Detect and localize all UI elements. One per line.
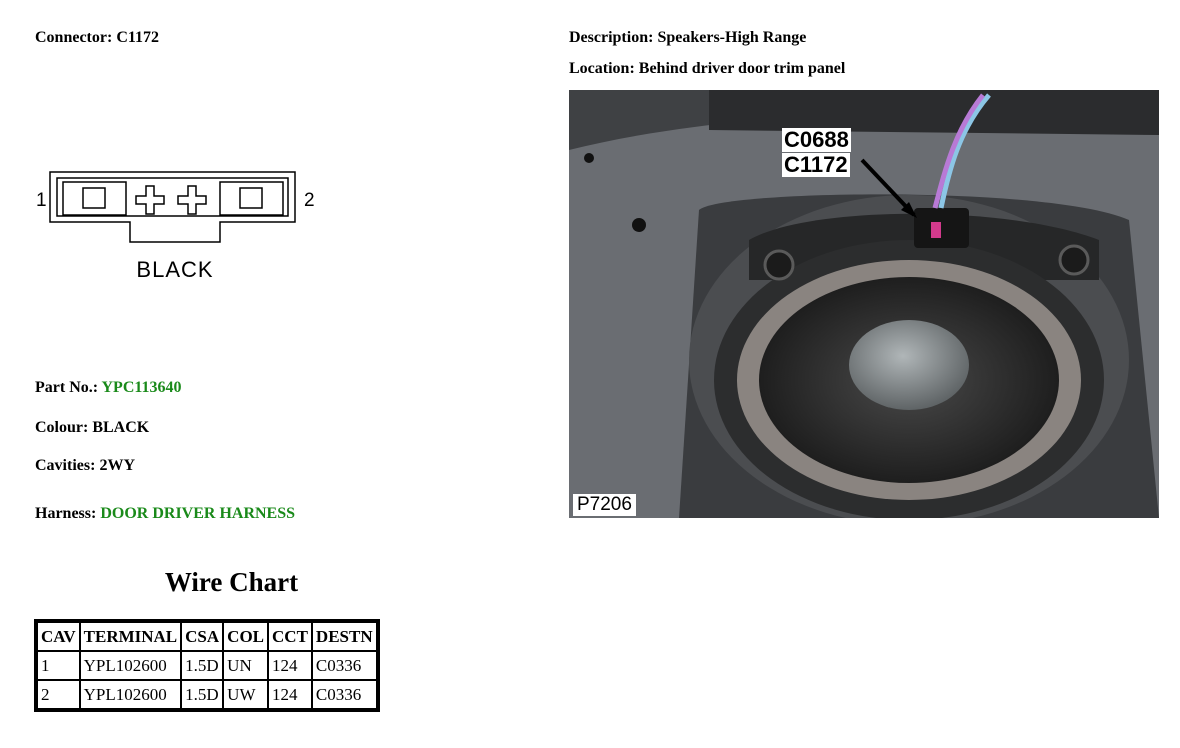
location-label: Location: Behind driver door trim panel [569,60,845,78]
col-header-cav: CAV [37,622,80,651]
cell-cct: 124 [268,680,312,709]
connector-key: Connector: [35,29,113,46]
cell-col: UN [223,651,269,680]
table-row: 1 YPL102600 1.5D UN 124 C0336 [37,651,377,680]
description-key: Description: [569,29,654,46]
pin-label-2: 2 [304,190,315,211]
wire-chart-title: Wire Chart [164,567,299,597]
colour-value: BLACK [92,419,150,436]
terminal-left-slot [82,187,106,209]
terminal-right-slot [239,187,263,209]
terminal-right-frame [219,181,284,216]
cell-destn: C0336 [311,680,377,709]
description-value: Speakers-High Range [657,29,807,46]
harness-key: Harness: [35,505,97,522]
speaker-photo-illustration [569,90,1159,518]
col-header-col: COL [223,622,269,651]
description-label: Description: Speakers-High Range [569,29,806,47]
photo-reference-id: P7206 [573,494,636,516]
cell-col: UW [223,680,269,709]
cell-destn: C0336 [311,651,377,680]
colour-label: Colour: BLACK [35,419,149,437]
col-header-cct: CCT [268,622,312,651]
callout-c1172: C1172 [782,152,850,177]
callout-c0688: C0688 [782,127,851,152]
connector-label: Connector: C1172 [35,29,159,47]
cavities-value: 2WY [99,457,135,474]
location-key: Location: [569,60,635,77]
connector-color-label: BLACK [136,257,213,282]
cavities-key: Cavities: [35,457,96,474]
cell-terminal: YPL102600 [79,651,182,680]
colour-key: Colour: [35,419,89,436]
connector-pin-diagram: 1 2 BLACK [36,171,315,282]
location-value: Behind driver door trim panel [638,60,846,77]
cell-csa: 1.5D [181,680,224,709]
cell-terminal: YPL102600 [79,680,182,709]
part-number-key: Part No.: [35,379,99,396]
connector-housing-outer [49,171,296,243]
part-number-value: YPC113640 [101,379,182,396]
connector-housing-inner [56,177,289,217]
keying-cross-right [177,185,207,215]
terminal-left-frame [62,181,127,216]
table-header-row: CAV TERMINAL CSA COL CCT DESTN [37,622,377,651]
connector-location-photo: C0688 C1172 P7206 [569,90,1159,518]
wire-chart-table: CAV TERMINAL CSA COL CCT DESTN 1 YPL1026… [34,619,380,712]
col-header-destn: DESTN [311,622,377,651]
cell-cav: 1 [37,651,80,680]
harness-label: Harness: DOOR DRIVER HARNESS [35,505,295,523]
part-number-label: Part No.: YPC113640 [35,379,182,397]
cell-cct: 124 [268,651,312,680]
pin-label-1: 1 [36,190,47,211]
table-row: 2 YPL102600 1.5D UW 124 C0336 [37,680,377,709]
harness-value: DOOR DRIVER HARNESS [100,505,296,522]
keying-cross-left [135,185,165,215]
cavities-label: Cavities: 2WY [35,457,135,475]
col-header-terminal: TERMINAL [79,622,182,651]
cell-cav: 2 [37,680,80,709]
col-header-csa: CSA [181,622,224,651]
connector-value: C1172 [116,29,159,46]
cell-csa: 1.5D [181,651,224,680]
